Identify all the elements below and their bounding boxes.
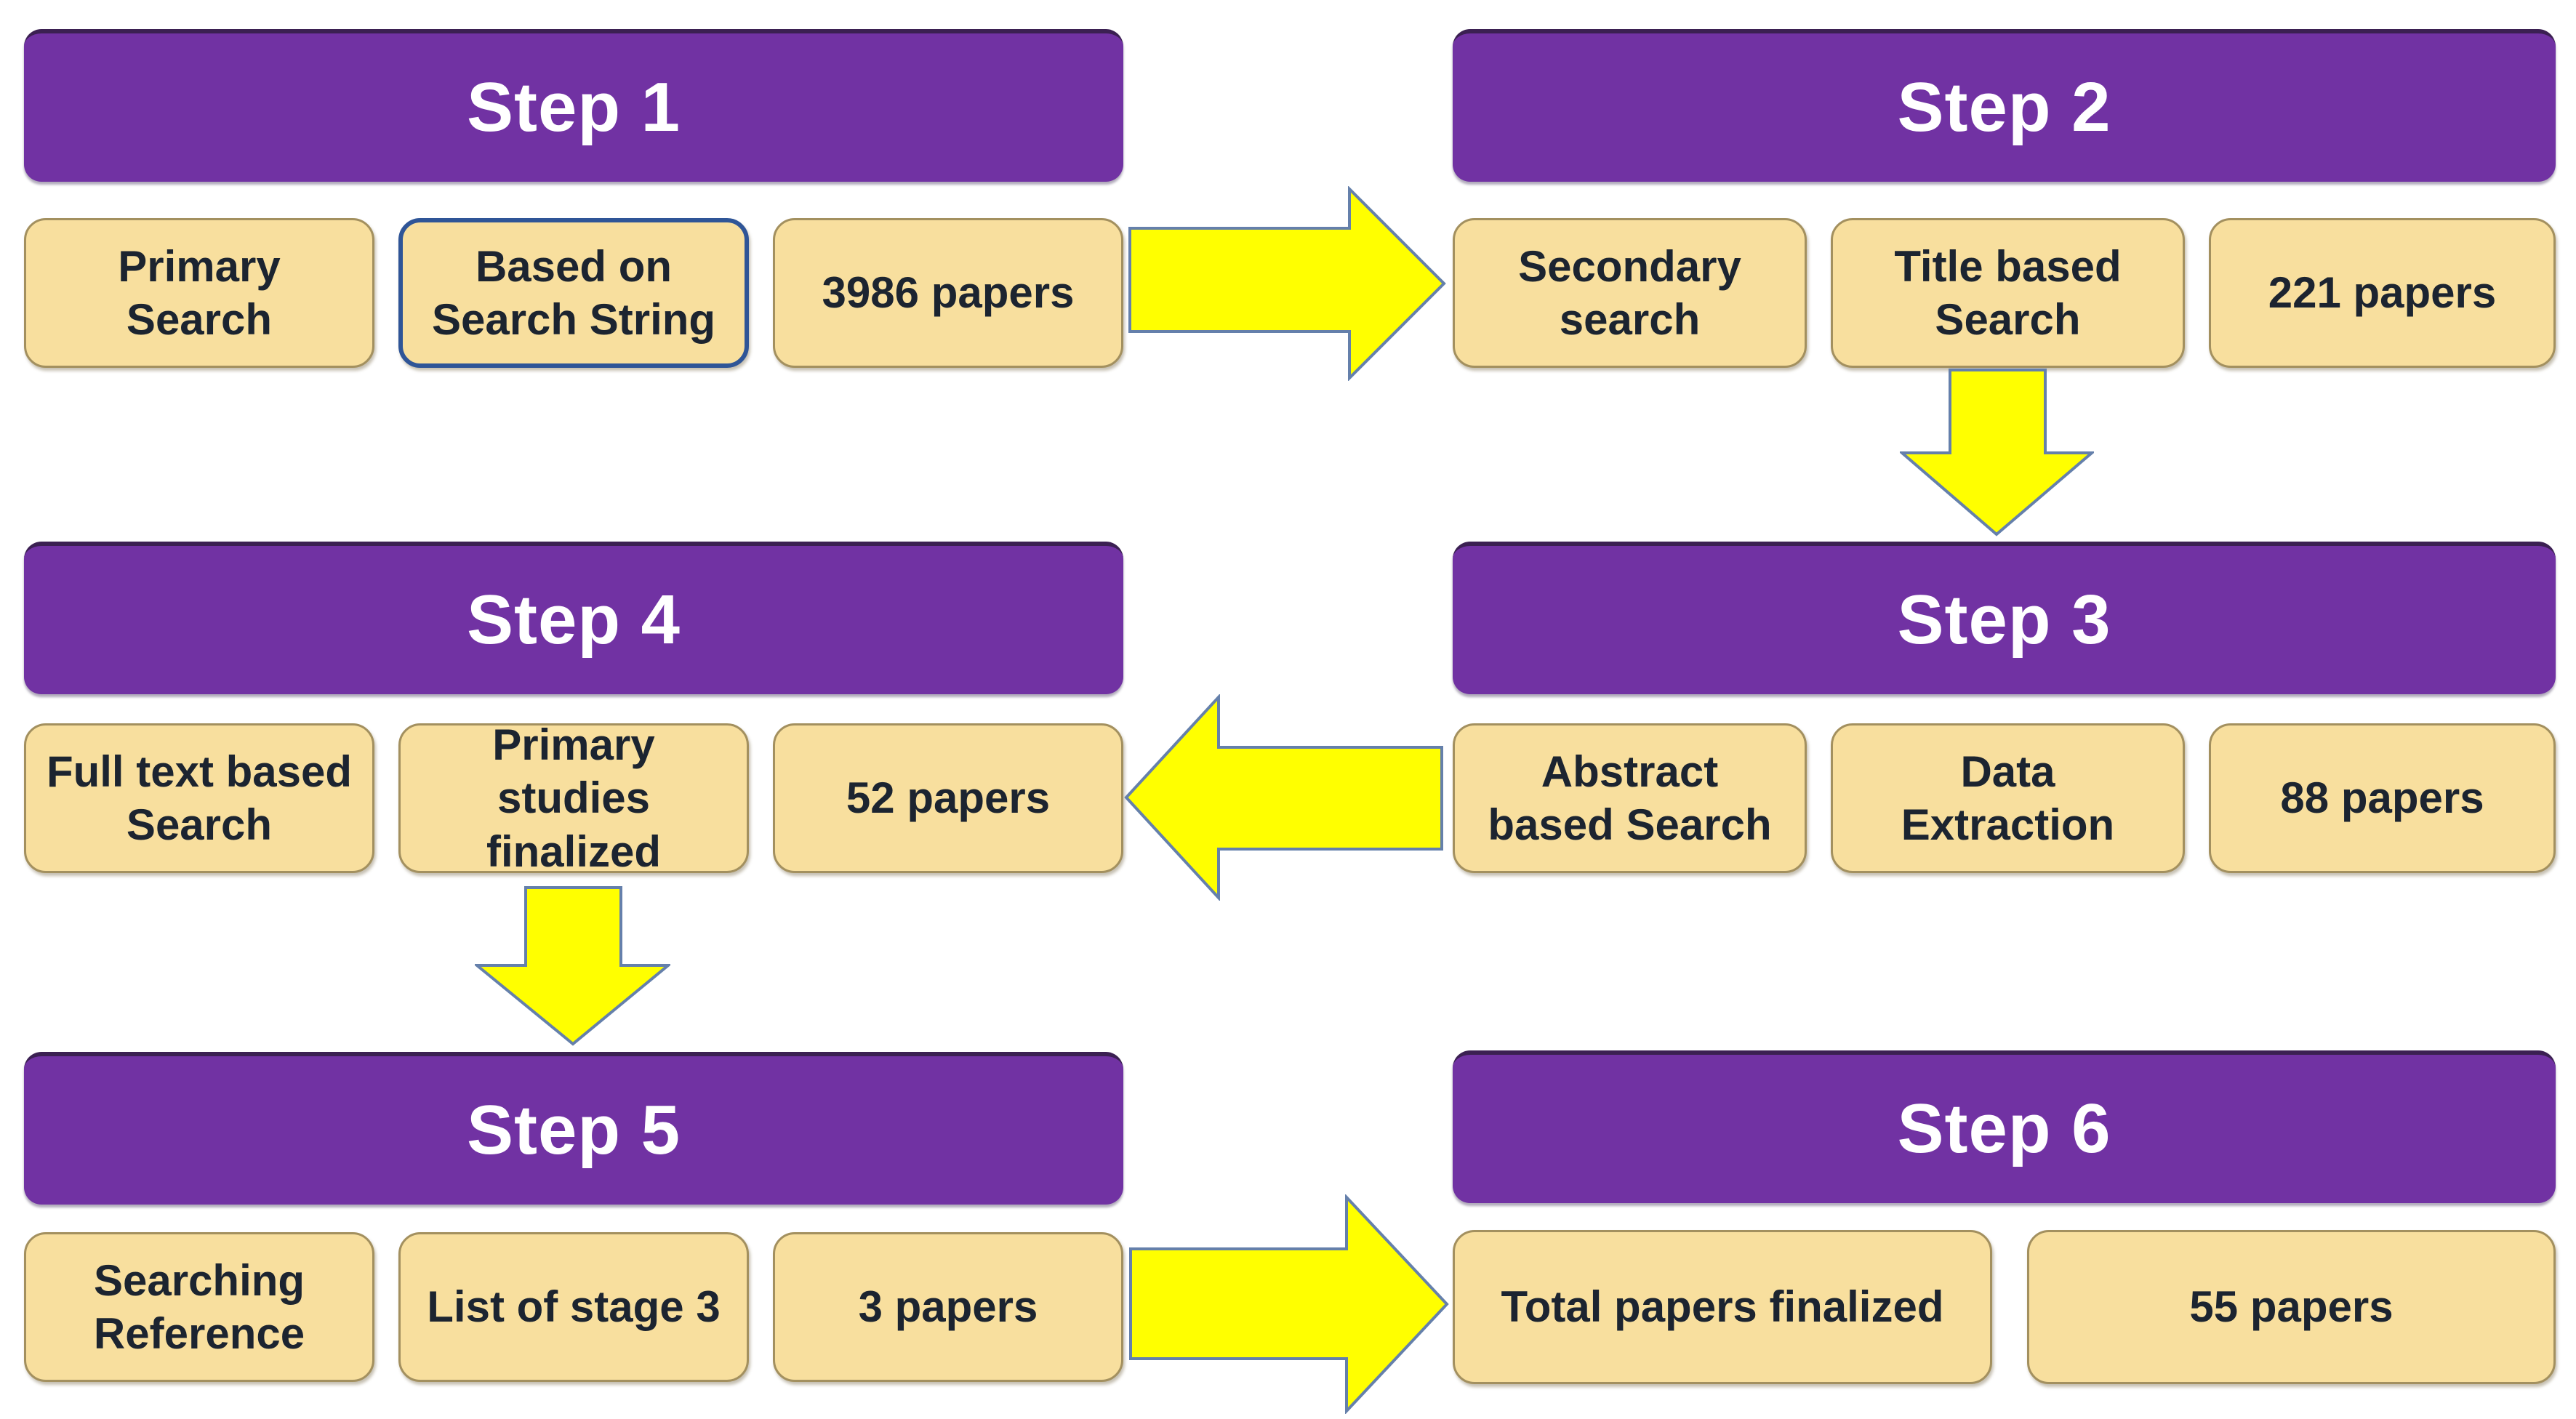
step2-box-secondary-search: Secondary search <box>1453 218 1807 368</box>
step3-box-paper-count: 88 papers <box>2209 723 2556 873</box>
step-1-header: Step 1 <box>24 29 1123 182</box>
box-label: Title based Search <box>1894 241 2122 344</box>
box-label: 3986 papers <box>822 268 1075 318</box>
step-6-header: Step 6 <box>1453 1050 2556 1203</box>
box-label: Based on Search String <box>431 241 716 344</box>
step-2-title: Step 2 <box>1897 68 2111 146</box>
box-label: Primary Search <box>118 241 281 344</box>
box-label: Primary studies finalized <box>486 720 662 876</box>
step-3-header: Step 3 <box>1453 542 2556 694</box>
arrow-step1-to-step2 <box>1128 186 1446 381</box>
box-label: Total papers finalized <box>1501 1282 1944 1332</box>
step6-box-paper-count: 55 papers <box>2027 1230 2556 1384</box>
step4-box-full-text-based-search: Full text based Search <box>24 723 374 873</box>
box-label: Secondary search <box>1518 241 1741 344</box>
step-6-title: Step 6 <box>1897 1090 2111 1167</box>
box-label: Abstract based Search <box>1488 747 1772 849</box>
box-label: List of stage 3 <box>427 1282 721 1332</box>
box-label: 221 papers <box>2268 268 2497 318</box>
box-label: Full text based Search <box>46 747 353 849</box>
arrow-step5-to-step6 <box>1129 1194 1449 1414</box>
step-1-title: Step 1 <box>466 68 681 146</box>
step1-box-primary-search: Primary Search <box>24 218 374 368</box>
step1-box-based-on-search-string: Based on Search String <box>398 218 749 368</box>
step3-box-abstract-based-search: Abstract based Search <box>1453 723 1807 873</box>
step3-box-data-extraction: Data Extraction <box>1831 723 2185 873</box>
step5-box-searching-reference: Searching Reference <box>24 1232 374 1382</box>
step-2-header: Step 2 <box>1453 29 2556 182</box>
arrow-step2-to-step3 <box>1900 369 2094 536</box>
step4-box-primary-studies-finalized: Primary studies finalized <box>398 720 749 876</box>
box-label: 52 papers <box>846 773 1051 823</box>
step-4-header: Step 4 <box>24 542 1123 694</box>
step1-box-paper-count: 3986 papers <box>773 218 1123 368</box>
box-label: 55 papers <box>2189 1282 2394 1332</box>
step5-box-list-of-stage-3: List of stage 3 <box>398 1232 749 1382</box>
step4-box-paper-count: 52 papers <box>773 723 1123 873</box>
step-5-title: Step 5 <box>466 1091 681 1169</box>
arrow-step3-to-step4 <box>1124 694 1443 901</box>
step-4-title: Step 4 <box>466 581 681 659</box>
step2-box-paper-count: 221 papers <box>2209 218 2556 368</box>
step6-box-total-papers-finalized: Total papers finalized <box>1453 1230 1992 1384</box>
step-3-title: Step 3 <box>1897 581 2111 659</box>
box-label: 88 papers <box>2280 773 2484 823</box>
step5-box-paper-count: 3 papers <box>773 1232 1123 1382</box>
box-label: Data Extraction <box>1901 747 2115 849</box>
box-label: 3 papers <box>858 1282 1038 1332</box>
step2-box-title-based-search: Title based Search <box>1831 218 2185 368</box>
step-5-header: Step 5 <box>24 1052 1123 1205</box>
box-label: Searching Reference <box>93 1255 305 1358</box>
arrow-step4-to-step5 <box>475 886 670 1046</box>
